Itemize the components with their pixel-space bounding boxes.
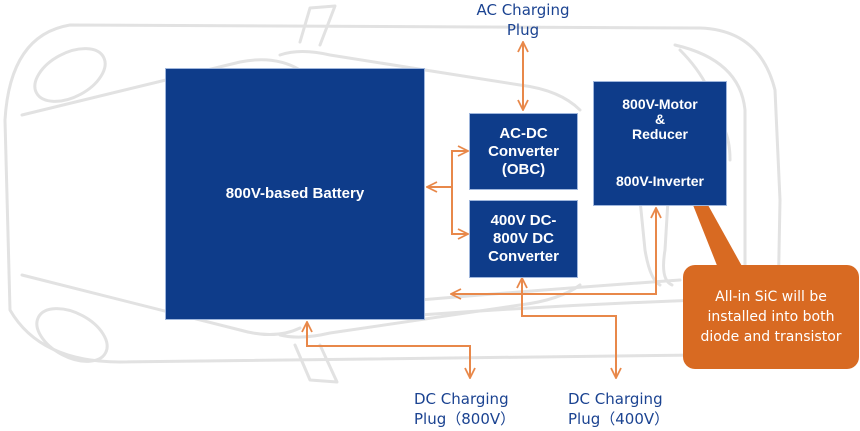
callout-pointer [693, 205, 743, 268]
battery-label: 800V-based Battery [225, 185, 365, 202]
arrow-dc800-battery [307, 322, 470, 378]
headlight-bottom [35, 307, 109, 363]
dc-charging-plug-800v-label: DC Charging Plug（800V） [414, 390, 516, 428]
ac-charging-plug-label: AC Charging Plug [476, 1, 570, 39]
inverter-label: 800V-Inverter [616, 172, 704, 189]
battery-box: 800V-based Battery [165, 68, 425, 320]
inverter-box: 800V-Inverter [593, 157, 727, 206]
obc-box: AC-DC Converter (OBC) [469, 113, 578, 190]
sic-callout: All-in SiC will be installed into both d… [683, 265, 859, 369]
arrow-branch-obc [451, 151, 468, 187]
dc-charging-plug-400v-label: DC Charging Plug（400V） [568, 390, 670, 428]
arrow-dc400-dcdc [522, 278, 616, 378]
dcdc-label: 400V DC- 800V DC Converter [488, 212, 559, 265]
motor-reducer-label: 800V-Motor & Reducer [622, 96, 698, 142]
dcdc-box: 400V DC- 800V DC Converter [469, 200, 578, 278]
motor-reducer-box: 800V-Motor & Reducer [593, 81, 727, 158]
headlight-top [33, 47, 107, 103]
arrow-branch-dcdc [451, 187, 468, 234]
obc-label: AC-DC Converter (OBC) [488, 124, 559, 178]
